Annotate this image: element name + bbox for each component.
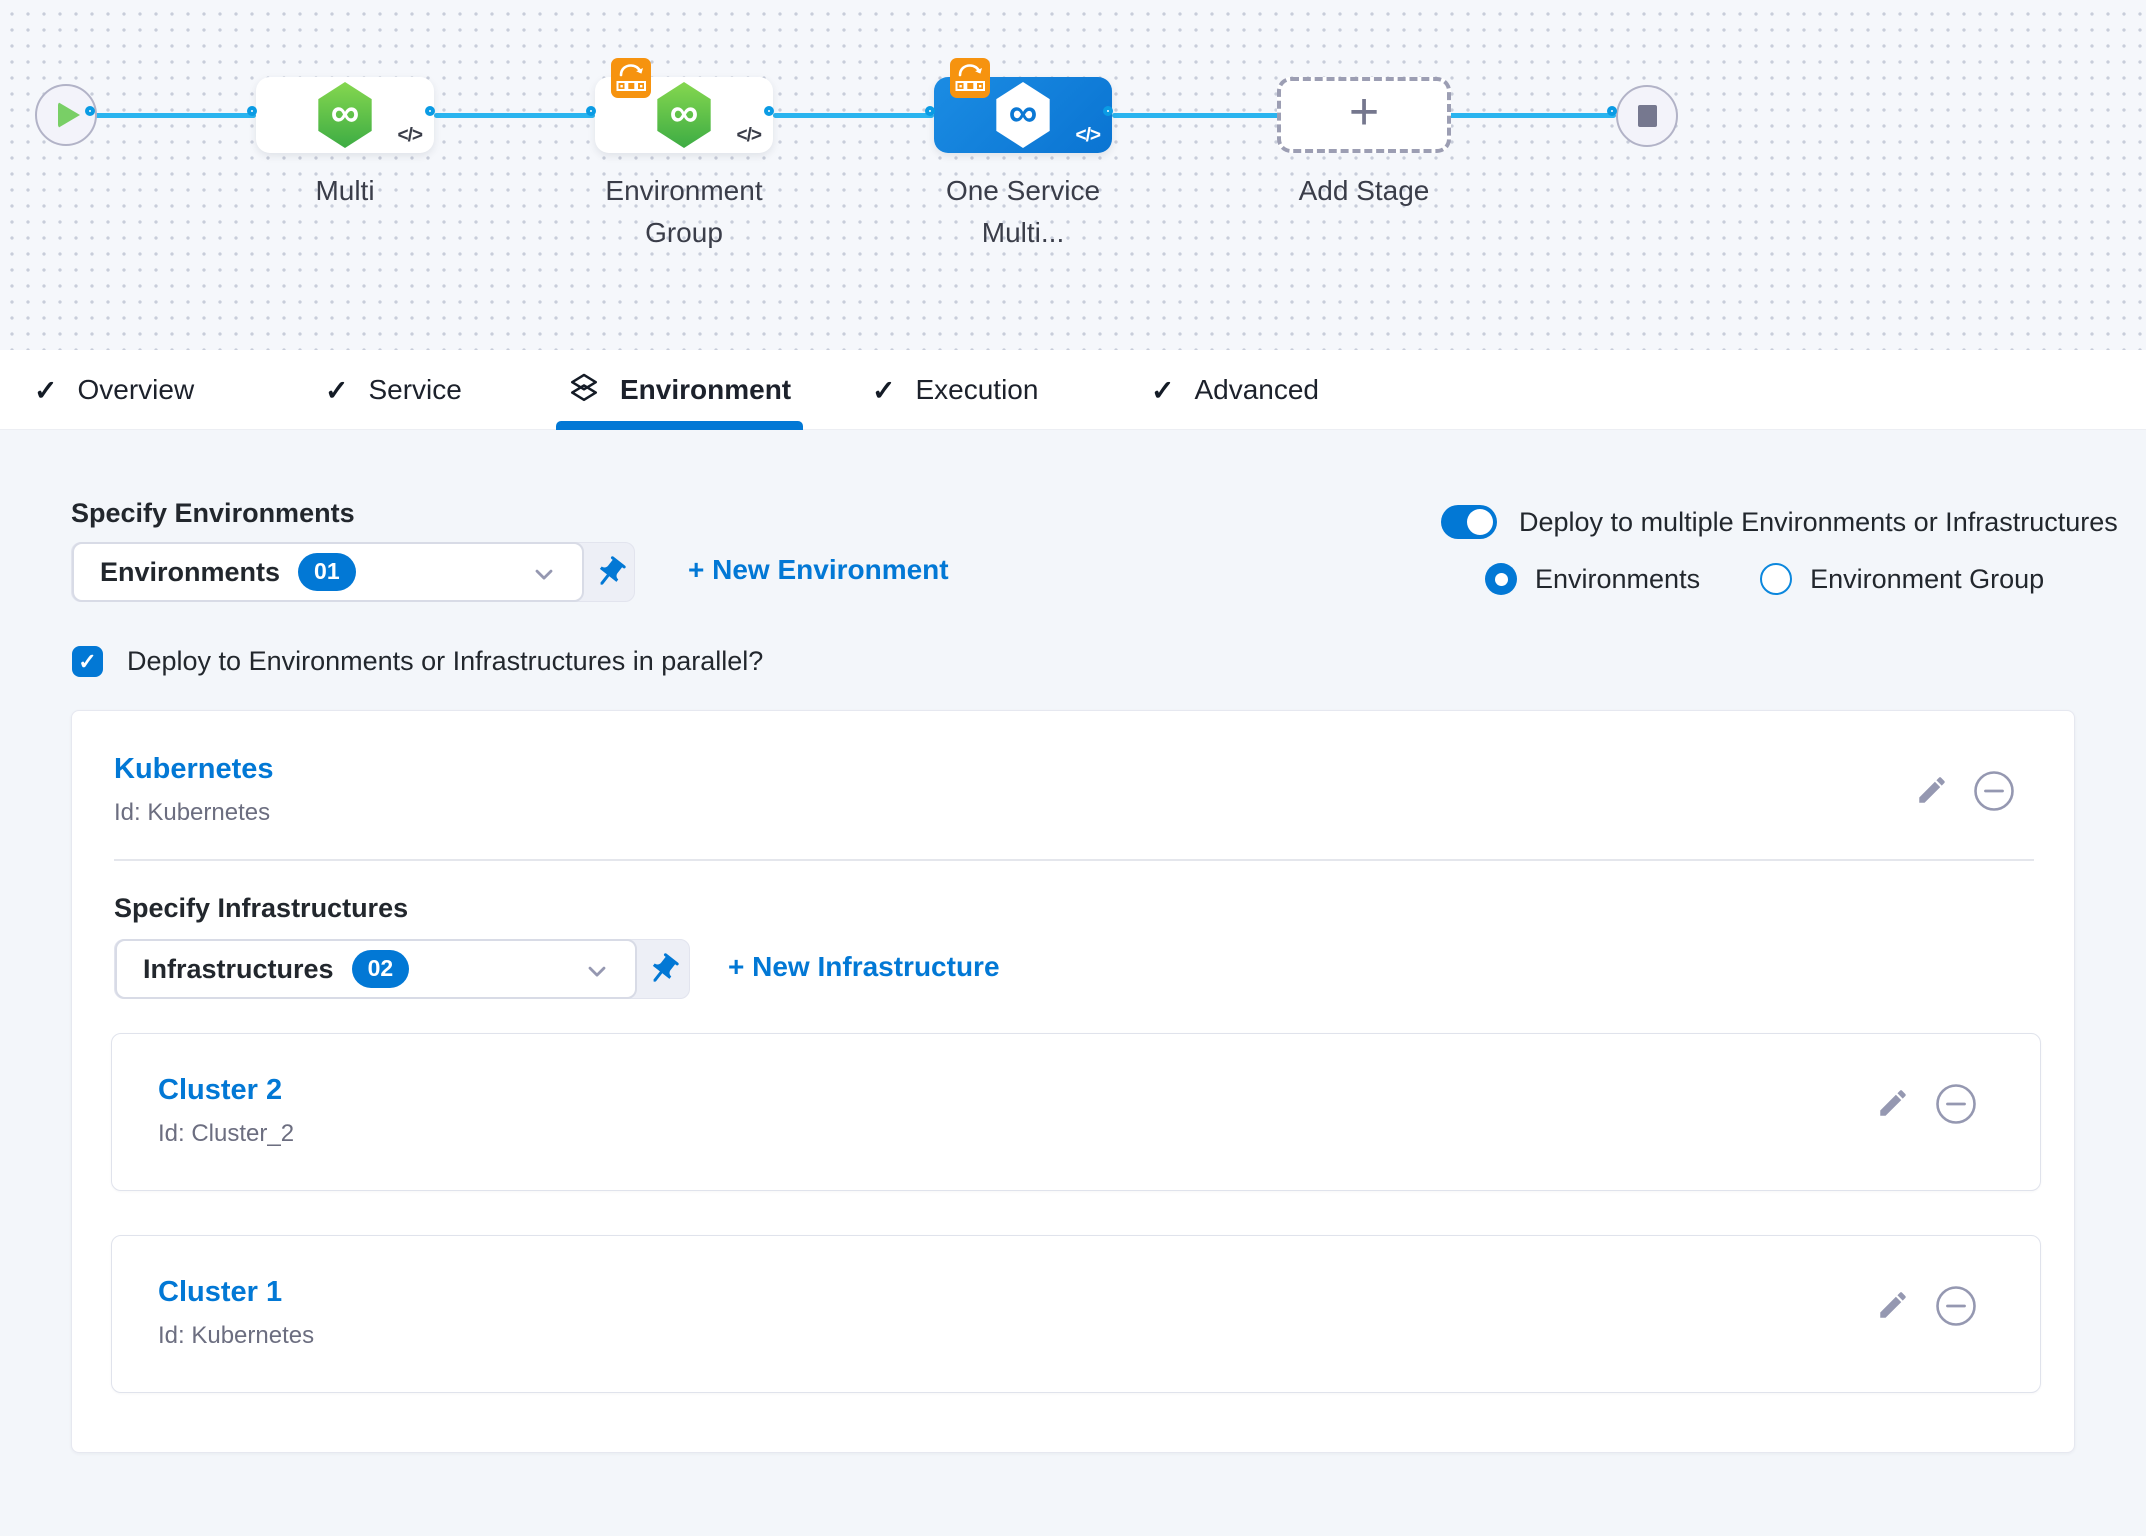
pipeline-start-node[interactable] (35, 84, 97, 146)
port (586, 106, 596, 116)
infrastructures-select-wrap: Infrastructures 02 (114, 939, 690, 999)
stage-node-environment-group[interactable]: ∞ </> (595, 58, 773, 153)
code-glyph-icon: </> (736, 125, 763, 146)
harness-infinity-icon: ∞ (330, 91, 360, 135)
environments-count-badge: 01 (298, 553, 356, 591)
check-icon: ✓ (1151, 374, 1175, 406)
tab-service[interactable]: ✓ Service (325, 350, 462, 430)
deploy-multiple-toggle-label: Deploy to multiple Environments or Infra… (1519, 506, 2118, 537)
tab-label: Environment (620, 374, 792, 405)
toggle-knob (1467, 509, 1493, 535)
parallel-checkbox-label: Deploy to Environments or Infrastructure… (127, 646, 764, 676)
check-icon: ✓ (34, 374, 58, 406)
deploy-multiple-toggle-row: Deploy to multiple Environments or Infra… (1441, 505, 2118, 539)
rollback-badge-icon (950, 58, 990, 98)
add-stage-button[interactable]: + (1277, 77, 1451, 153)
port (925, 106, 935, 116)
chevron-down-icon (535, 569, 553, 580)
remove-minus-icon[interactable] (1972, 769, 2016, 813)
pipeline-end-node[interactable] (1616, 85, 1678, 147)
parallel-checkbox-row: ✓ Deploy to Environments or Infrastructu… (72, 646, 763, 677)
tab-label: Execution (915, 374, 1039, 405)
infrastructure-id-text: Id: Kubernetes (158, 1322, 315, 1349)
environment-type-radio-group: Environments Environment Group (1485, 563, 2044, 595)
infrastructures-count-badge: 02 (351, 950, 410, 988)
chevron-down-icon (588, 966, 606, 977)
radio-environment-group[interactable] (1760, 563, 1793, 595)
edit-pencil-icon[interactable] (1876, 1288, 1910, 1322)
port (85, 106, 95, 116)
tab-execution[interactable]: ✓ Execution (872, 350, 1038, 430)
stage-label-multi: Multi (315, 175, 375, 206)
pipeline-canvas[interactable]: ∞ </> ∞ </> (0, 0, 2146, 350)
pin-icon[interactable] (645, 952, 681, 988)
check-icon: ✓ (325, 374, 349, 406)
infrastructure-name-link[interactable]: Cluster 2 (158, 1074, 283, 1106)
environment-id-text: Id: Kubernetes (114, 799, 271, 826)
add-stage-label: Add Stage (1298, 175, 1430, 206)
environment-card-kubernetes: Kubernetes Id: Kubernetes Specify Infras… (71, 710, 2075, 1453)
divider (114, 859, 2034, 861)
environment-name-link[interactable]: Kubernetes (114, 753, 274, 785)
environments-select-wrap: Environments 01 (71, 542, 635, 602)
port (425, 106, 435, 116)
infrastructures-select-value: Infrastructures (143, 953, 334, 984)
tab-environment[interactable]: Environment (556, 350, 804, 430)
specify-infrastructures-label: Specify Infrastructures (114, 893, 409, 923)
pin-icon[interactable] (592, 555, 628, 591)
play-icon (58, 102, 80, 128)
tab-advanced[interactable]: ✓ Advanced (1151, 350, 1319, 430)
harness-infinity-icon: ∞ (669, 91, 699, 135)
port (1103, 106, 1113, 116)
remove-minus-icon[interactable] (1934, 1082, 1978, 1126)
radio-environments[interactable] (1485, 563, 1517, 595)
new-environment-button[interactable]: + New Environment (688, 554, 949, 585)
stage-tabbar: ✓ Overview ✓ Service Environment ✓ Execu… (0, 350, 2146, 430)
active-tab-underline (556, 421, 804, 430)
infrastructure-card-cluster-1: Cluster 1 Id: Kubernetes (111, 1235, 2041, 1393)
environment-panel: Specify Environments Environments 01 + N… (0, 430, 2146, 1536)
check-icon: ✓ (872, 374, 896, 406)
tab-label: Advanced (1194, 374, 1320, 405)
environments-select[interactable]: Environments 01 (72, 542, 584, 602)
edge-multi-to-envgroup (434, 113, 595, 118)
tab-label: Overview (77, 374, 195, 405)
check-icon: ✓ (78, 648, 97, 674)
environment-layers-icon (570, 373, 598, 402)
parallel-checkbox[interactable]: ✓ (72, 646, 103, 677)
deployment-hexagon-icon: ∞ (657, 82, 711, 148)
deployment-hexagon-icon: ∞ (996, 82, 1050, 148)
harness-infinity-icon: ∞ (1008, 91, 1038, 135)
deploy-multiple-toggle[interactable] (1441, 505, 1497, 539)
edit-pencil-icon[interactable] (1876, 1086, 1910, 1120)
specify-environments-label: Specify Environments (71, 498, 355, 528)
stage-node-one-service-multi[interactable]: ∞ </> (934, 58, 1112, 153)
tab-label: Service (368, 374, 462, 405)
radio-environments-label: Environments (1535, 563, 1701, 594)
infrastructure-id-text: Id: Cluster_2 (158, 1120, 295, 1147)
environments-select-value: Environments (100, 556, 281, 587)
code-glyph-icon: </> (397, 125, 424, 146)
stop-icon (1637, 105, 1657, 127)
infrastructure-card-cluster-2: Cluster 2 Id: Cluster_2 (111, 1033, 2041, 1191)
edge-start-to-multi (94, 113, 256, 118)
plus-icon: + (1348, 83, 1380, 141)
port (764, 106, 774, 116)
stage-label-environment-group: Environment Group (605, 175, 763, 248)
new-infrastructure-button[interactable]: + New Infrastructure (728, 951, 1000, 982)
rollback-badge-icon (611, 58, 651, 98)
infrastructures-select[interactable]: Infrastructures 02 (115, 939, 637, 999)
port (247, 106, 257, 116)
code-glyph-icon: </> (1075, 125, 1102, 146)
edit-pencil-icon[interactable] (1915, 773, 1949, 807)
edge-envgroup-to-oneservice (773, 113, 934, 118)
stage-label-one-service-multi: One Service Multi... (945, 175, 1101, 248)
port (1607, 106, 1617, 116)
tab-overview[interactable]: ✓ Overview (34, 350, 194, 430)
remove-minus-icon[interactable] (1934, 1284, 1978, 1328)
stage-node-multi[interactable]: ∞ </> (256, 77, 434, 153)
infrastructure-name-link[interactable]: Cluster 1 (158, 1276, 283, 1308)
deployment-hexagon-icon: ∞ (318, 82, 372, 148)
radio-environment-group-label: Environment Group (1810, 563, 2045, 594)
